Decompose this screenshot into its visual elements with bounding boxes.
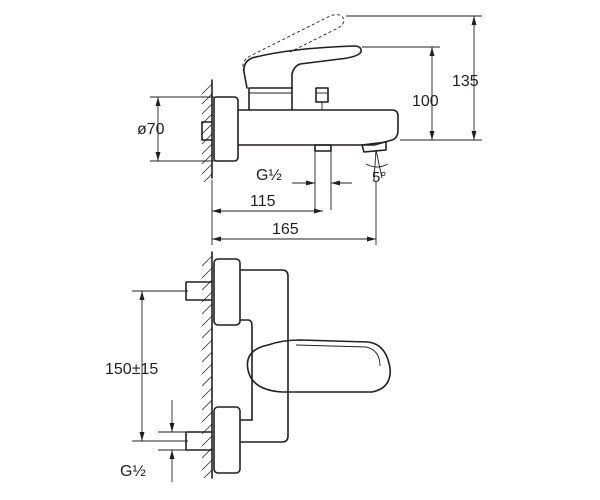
diameter-label: ø70 bbox=[137, 121, 165, 138]
front-lever-handle bbox=[246, 339, 391, 393]
centre-distance-dimension: 150±15 bbox=[105, 290, 188, 442]
side-cartridge-housing bbox=[248, 87, 293, 111]
front-upper-inlet bbox=[185, 281, 213, 301]
centre-distance-label: 150±15 bbox=[105, 361, 158, 378]
side-escutcheon bbox=[213, 96, 239, 162]
front-wall bbox=[201, 251, 213, 479]
front-lower-escutcheon bbox=[213, 406, 241, 474]
front-thread-label: G½ bbox=[120, 463, 146, 480]
height-max-dimension: 135 bbox=[346, 15, 482, 141]
depth-total-label: 165 bbox=[272, 221, 299, 238]
side-shower-outlet bbox=[314, 144, 332, 152]
front-upper-escutcheon bbox=[213, 258, 241, 326]
side-lever-handle-open bbox=[242, 14, 345, 73]
side-mixer-body bbox=[237, 109, 399, 146]
front-thread-dimension: G½ bbox=[120, 400, 186, 482]
front-view: 150±15 G½ bbox=[105, 251, 391, 482]
height-max-label: 135 bbox=[452, 73, 479, 90]
front-mixer-body bbox=[239, 269, 289, 443]
depth-inlet-dimension: 115 bbox=[211, 180, 323, 245]
spout-angle-label: 5° bbox=[372, 169, 386, 186]
side-spout-angle: 5° bbox=[365, 149, 389, 186]
side-view: 5° ø70 G½ 115 bbox=[137, 14, 482, 245]
side-wall bbox=[201, 79, 213, 183]
depth-inlet-label: 115 bbox=[250, 193, 276, 210]
side-diverter-knob bbox=[315, 87, 329, 110]
diameter-dimension: ø70 bbox=[137, 96, 214, 162]
side-inlet-pipe bbox=[201, 121, 213, 141]
front-lower-inlet bbox=[185, 431, 213, 451]
side-spout-aerator bbox=[361, 141, 387, 153]
side-lever-handle bbox=[243, 45, 362, 89]
height-spout-label: 100 bbox=[412, 93, 439, 110]
side-thread-label: G½ bbox=[256, 167, 282, 184]
side-thread-dimension: G½ bbox=[256, 151, 352, 210]
height-spout-dimension: 100 bbox=[362, 46, 440, 140]
depth-total-dimension: 165 bbox=[212, 182, 377, 245]
